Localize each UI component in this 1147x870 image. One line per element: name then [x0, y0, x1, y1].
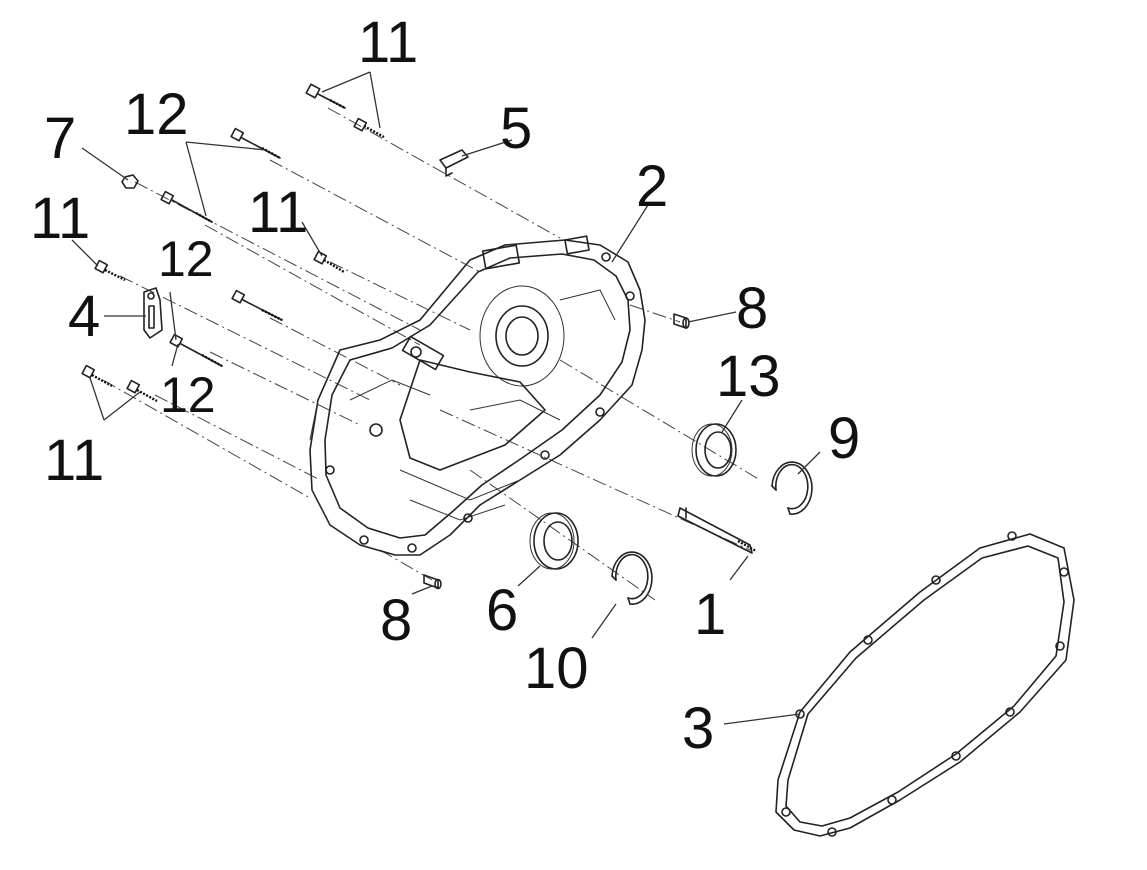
plate-4: [143, 287, 163, 339]
callout-4: 4: [68, 284, 100, 349]
callout-10: 10: [524, 636, 589, 701]
dowel-pin-8-bottom: [423, 574, 442, 590]
callout-8-bottom: 8: [380, 588, 412, 653]
callout-2: 2: [636, 154, 668, 219]
callout-6: 6: [486, 578, 518, 643]
bolt-12-mid: [160, 190, 213, 224]
callout-11-mid: 11: [248, 180, 308, 245]
callout-12-lower: 12: [160, 367, 216, 423]
callout-9: 9: [828, 406, 860, 471]
callout-12-top: 12: [124, 82, 189, 147]
bolt-12-lower: [169, 333, 223, 368]
callout-13: 13: [716, 344, 781, 409]
callout-5: 5: [500, 96, 532, 161]
bolt-11-mid: [313, 250, 345, 274]
callout-labels: 11 5 12 7 2 11 11 12 8 4 13 12 9 11 8 6 …: [30, 10, 860, 761]
callout-8-right: 8: [736, 276, 768, 341]
bolt-11-left: [94, 259, 126, 282]
oil-seal-6: [529, 512, 579, 570]
clip-5: [439, 149, 469, 177]
leader-lines: [71, 71, 821, 725]
callout-11-lower: 11: [44, 428, 104, 493]
oil-seal-13: [691, 423, 737, 477]
bolt-12-top: [230, 127, 281, 160]
callout-12-mid: 12: [158, 231, 214, 287]
bolt-11-top-b: [353, 117, 385, 139]
gasket-3: [775, 531, 1075, 837]
bolt-11-lower-b: [126, 379, 158, 403]
callout-1: 1: [694, 582, 726, 647]
bolt-11-lower-a: [81, 364, 113, 388]
bolt-12-left: [231, 289, 283, 322]
callout-3: 3: [682, 696, 714, 761]
crankcase-cover-2: [309, 235, 646, 556]
callout-11-top: 11: [358, 10, 418, 75]
circlip-10: [611, 551, 653, 605]
bolt-11-top-a: [305, 83, 346, 110]
circlip-9: [771, 461, 813, 515]
callout-7: 7: [44, 106, 76, 171]
nut-7: [121, 174, 139, 189]
dowel-pin-8-right: [673, 313, 690, 329]
shaft-1: [677, 507, 757, 554]
callout-11-left: 11: [30, 186, 90, 251]
